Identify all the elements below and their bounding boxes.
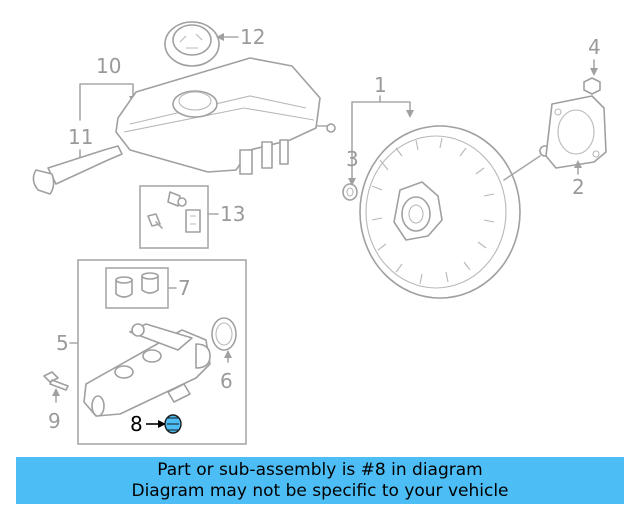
callout-2: 2 [572,175,585,199]
callout-13: 13 [220,202,245,226]
info-banner: Part or sub-assembly is #8 in diagram Di… [16,457,624,504]
callout-3: 3 [346,147,359,171]
callout-11: 11 [68,125,93,149]
part-10-fluid-reservoir[interactable] [115,57,336,175]
part-9-bolt[interactable] [43,371,69,391]
part-12-reservoir-cap[interactable] [164,21,220,67]
part-8-plug[interactable] [164,414,182,434]
banner-line-2: Diagram may not be specific to your vehi… [131,481,509,501]
part-3-grommet[interactable] [342,183,358,201]
group-box-5 [77,259,247,445]
callout-10: 10 [96,54,121,78]
callout-4: 4 [588,35,601,59]
part-4-nut[interactable] [583,77,601,95]
part-2-gasket[interactable] [545,95,607,169]
callout-12: 12 [240,25,265,49]
callout-6: 6 [220,369,233,393]
part-13-sensor[interactable] [147,191,201,233]
part-7-grommets[interactable] [115,272,159,298]
callout-7: 7 [178,276,191,300]
parts-diagram: 12 10 11 13 5 [32,21,607,445]
callout-8: 8 [130,412,143,436]
master-cylinder[interactable] [83,323,211,417]
group-box-13 [139,185,209,249]
banner-line-1: Part or sub-assembly is #8 in diagram [157,460,483,480]
part-6-o-ring[interactable] [211,317,237,351]
part-11-hose[interactable] [32,145,123,195]
callout-1: 1 [374,73,387,97]
callout-9: 9 [48,409,61,433]
callout-5: 5 [56,331,69,355]
part-1-brake-booster[interactable] [359,125,551,299]
